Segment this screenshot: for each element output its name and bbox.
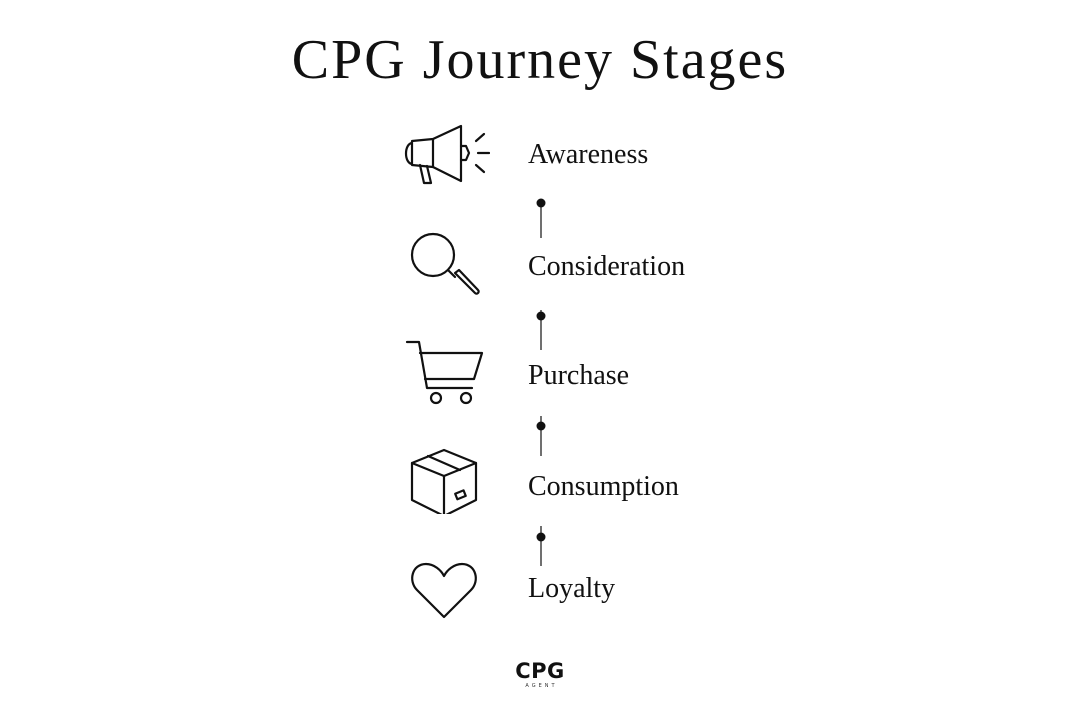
stage-label-purchase: Purchase [528, 360, 630, 391]
stage-label-loyalty: Loyalty [528, 573, 616, 604]
stage-label-consumption: Consumption [528, 471, 679, 502]
timeline-connector [533, 416, 549, 456]
shopping-cart-icon [400, 336, 490, 406]
package-box-icon [400, 444, 490, 514]
magnifying-glass-icon [400, 228, 490, 298]
cpg-agent-logo: CPG AGENT [490, 660, 590, 690]
timeline-connector [533, 526, 549, 566]
page-title: CPG Journey Stages [291, 29, 789, 91]
logo-subtitle: AGENT [525, 683, 558, 689]
logo-name: CPG [515, 659, 565, 683]
heart-icon [400, 556, 490, 626]
timeline-connector [533, 310, 549, 350]
megaphone-icon [400, 120, 490, 190]
timeline-connector [533, 198, 549, 238]
stage-label-consideration: Consideration [528, 251, 686, 282]
stage-label-awareness: Awareness [528, 139, 649, 170]
